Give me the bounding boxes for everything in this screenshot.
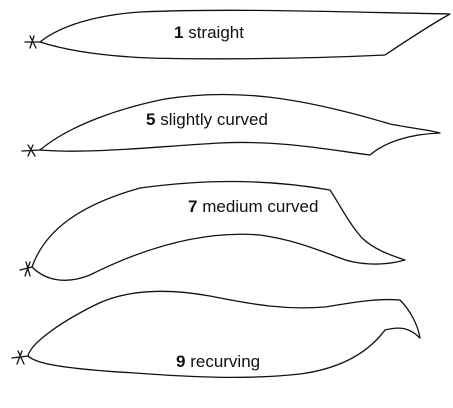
pod-9-description: recurving xyxy=(190,352,260,371)
pod-1-label: 1 straight xyxy=(174,24,244,41)
pod-5-label: 5 slightly curved xyxy=(146,111,268,128)
pod-9-score: 9 xyxy=(176,352,185,371)
pod-7-score: 7 xyxy=(188,197,197,216)
pod-1-description: straight xyxy=(188,23,244,42)
pod-5-description: slightly curved xyxy=(160,110,268,129)
pod-7-label: 7 medium curved xyxy=(188,198,318,215)
pod-5-score: 5 xyxy=(146,110,155,129)
pod-7-description: medium curved xyxy=(202,197,318,216)
pod-9-label: 9 recurving xyxy=(176,353,260,370)
pod-1-score: 1 xyxy=(174,23,183,42)
